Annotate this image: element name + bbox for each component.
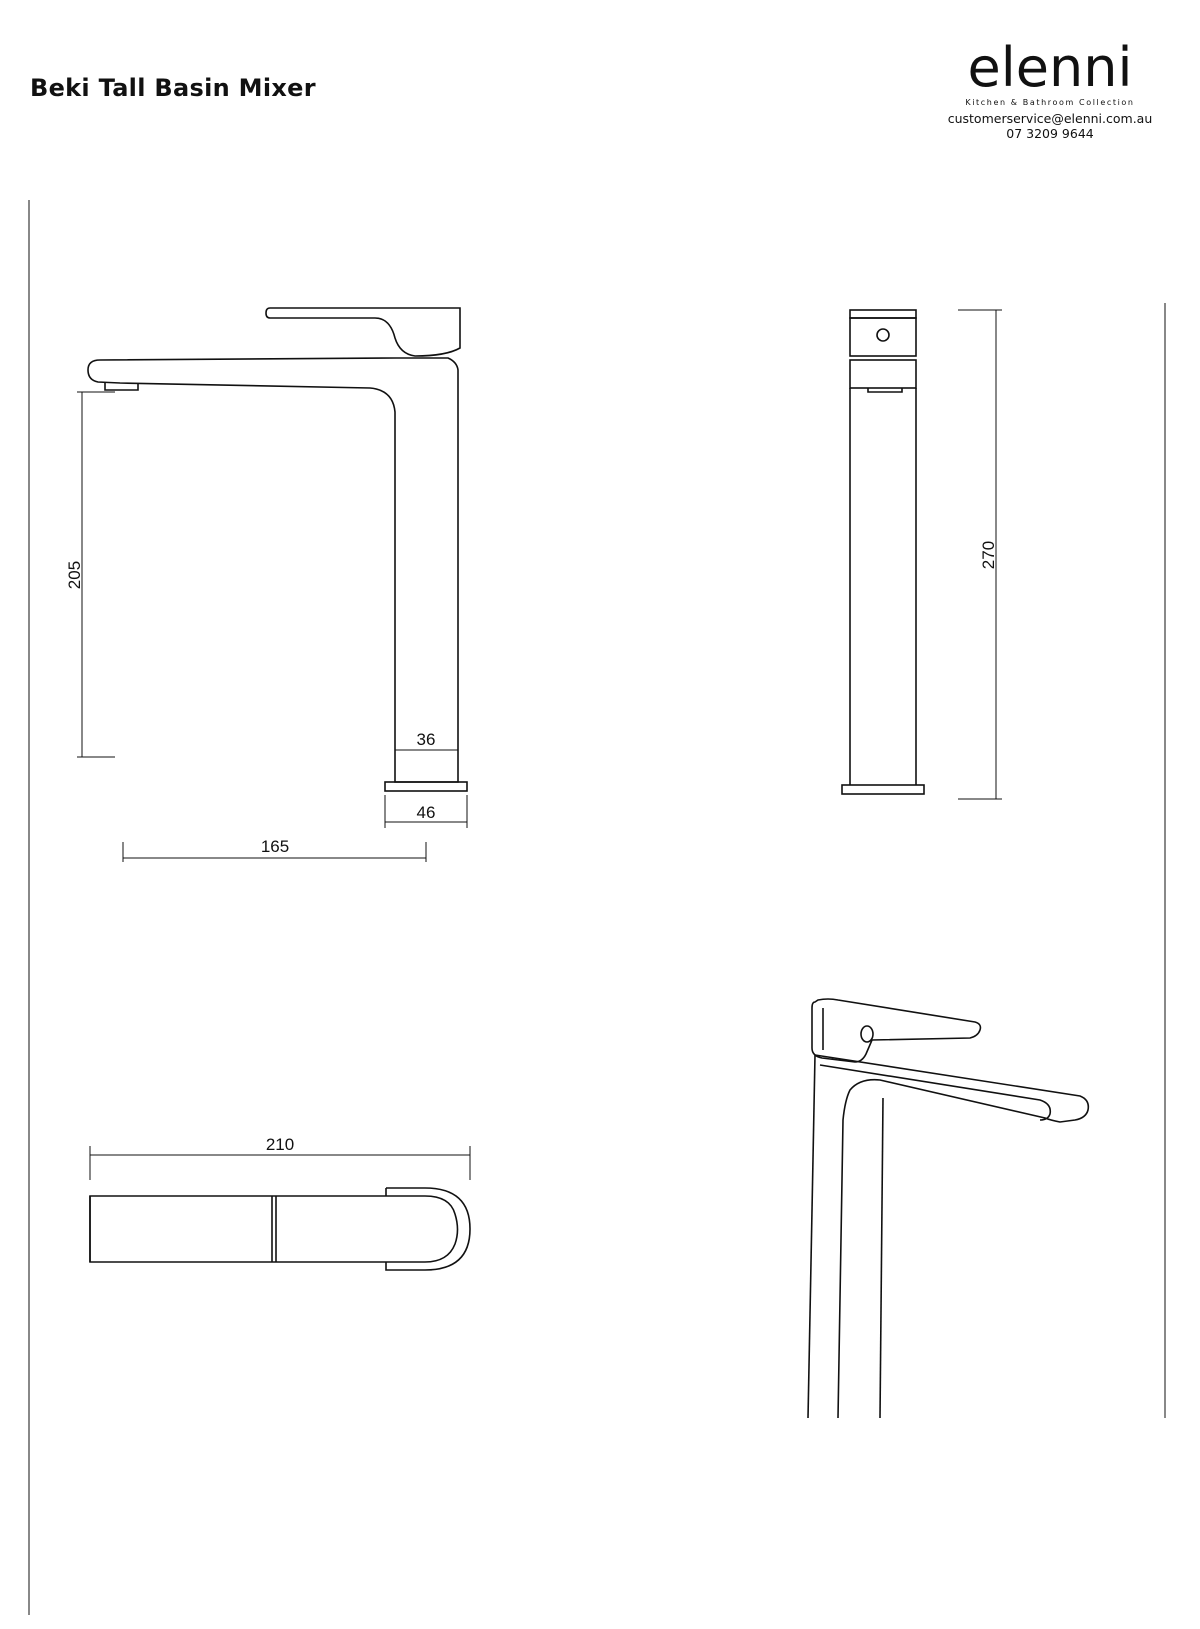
perspective-body-right — [879, 1097, 884, 1419]
perspective-spout — [814, 1054, 1090, 1419]
top-spout-outline — [89, 1195, 459, 1263]
perspective-lever — [811, 998, 982, 1063]
perspective-lever-pin — [860, 1025, 874, 1043]
logo-wordmark: elenni — [968, 40, 1133, 96]
front-lever-body — [849, 317, 917, 357]
top-view: 210 — [89, 1135, 471, 1271]
front-view: 270 — [841, 309, 1002, 800]
contact-email[interactable]: customerservice@elenni.com.au — [947, 111, 1153, 126]
side-aerator — [104, 383, 139, 391]
elenni-logo: elenni — [968, 40, 1133, 96]
perspective-body-left — [807, 1054, 816, 1419]
dim-top-length: 210 — [266, 1135, 294, 1154]
top-rounded-end — [385, 1187, 471, 1271]
brand-tagline: Kitchen & Bathroom Collection — [965, 98, 1135, 107]
dim-base-width: 46 — [417, 803, 436, 822]
front-aerator — [867, 388, 903, 393]
front-lever-pin — [876, 328, 890, 342]
dim-reach: 165 — [261, 837, 289, 856]
contact-phone[interactable]: 07 3209 9644 — [1006, 126, 1094, 141]
front-lever-cap — [849, 309, 917, 319]
side-view: 205 36 46 165 — [65, 307, 468, 862]
side-body — [87, 357, 459, 783]
dim-body-width: 36 — [417, 730, 436, 749]
brand-block: elenni Kitchen & Bathroom Collection cus… — [930, 40, 1170, 141]
side-base — [384, 781, 468, 792]
perspective-view — [807, 998, 1090, 1419]
front-base — [841, 784, 925, 795]
dim-overall-height: 270 — [979, 541, 998, 569]
page-title: Beki Tall Basin Mixer — [30, 74, 316, 102]
dim-spout-height: 205 — [65, 561, 84, 589]
side-lever — [265, 307, 461, 357]
front-collar — [849, 359, 917, 389]
